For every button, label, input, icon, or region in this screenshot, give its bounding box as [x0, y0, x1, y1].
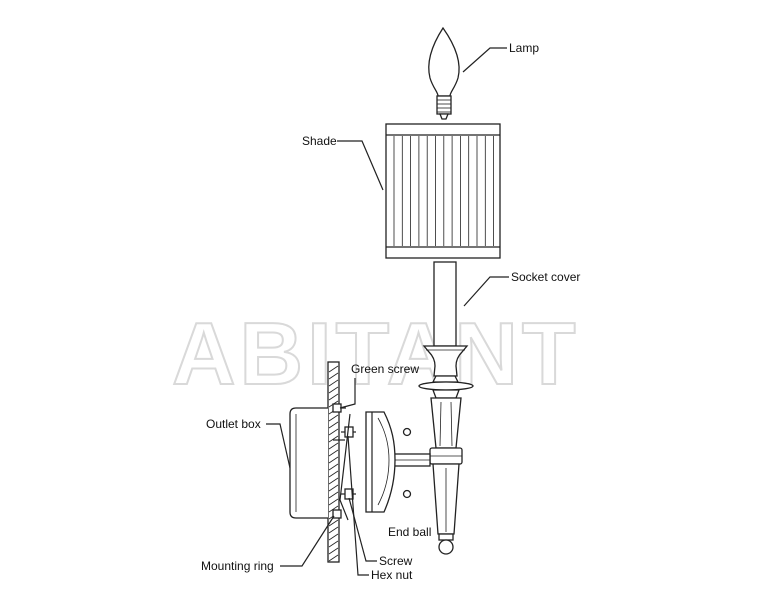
wall-hatch-line [328, 547, 339, 555]
wall-hatch-line [328, 484, 339, 492]
mounting-ring-label: Mounting ring [201, 559, 274, 573]
shade-leader-line [337, 140, 384, 191]
wall-hatch-line [328, 372, 339, 380]
outlet-box [289, 407, 328, 519]
wall-hatch-line [328, 456, 339, 464]
wall-hatch-line [328, 463, 339, 471]
wall-hatch-line [328, 498, 339, 506]
green-screw-label: Green screw [351, 362, 419, 376]
watermark: ABITANT [172, 304, 580, 403]
backplate-canopy [365, 411, 396, 513]
screw-leader-line [348, 497, 377, 562]
wall-hatch-line [328, 365, 339, 373]
lamp-leader-line [462, 47, 507, 73]
end-ball-label: End ball [388, 525, 431, 539]
wall-arm [391, 453, 431, 467]
torch-column [429, 397, 463, 555]
end-ball-finial [438, 539, 454, 555]
wall-hatch-line [328, 414, 339, 422]
wall-hatch-line [328, 435, 339, 443]
wall-hatch-line [328, 505, 339, 513]
wall-hatch-line [328, 428, 339, 436]
wall-hatch-line [328, 421, 339, 429]
shade [385, 123, 501, 259]
lamp-bulb [428, 26, 460, 120]
socket-cover [433, 261, 457, 347]
wall-hatch-line [328, 533, 339, 541]
lamp-label: Lamp [509, 41, 539, 55]
wall-hatch-line [328, 526, 339, 534]
outlet-box-label: Outlet box [206, 417, 261, 431]
wall-hatch-line [328, 379, 339, 387]
hole-markers [402, 427, 412, 499]
green-screw-leader-line [339, 378, 356, 409]
wall-hatch-line [328, 554, 339, 562]
screw-label: Screw [379, 554, 413, 568]
wall-hatch-line [328, 393, 339, 401]
wall-hatch-line [328, 491, 339, 499]
hex-nut-label: Hex nut [371, 568, 413, 582]
hex-nut-leader-line [347, 435, 369, 576]
shade-label: Shade [302, 134, 337, 148]
outlet-box-leader-line [266, 423, 291, 469]
wall-hatch-line [328, 477, 339, 485]
wall-hatch-line [328, 519, 339, 527]
wall-section [327, 361, 340, 563]
wall-hatch-line [328, 540, 339, 548]
mounting-ring-leader-line [280, 515, 335, 567]
wall-hatch-line [328, 470, 339, 478]
socket-cover-leader-line [463, 276, 509, 307]
wall-hatch-line [328, 442, 339, 450]
mounting-hardware [332, 403, 356, 521]
socket-cover-label: Socket cover [511, 270, 580, 284]
wall-hatch-line [328, 449, 339, 457]
wall-hatch-line [328, 386, 339, 394]
